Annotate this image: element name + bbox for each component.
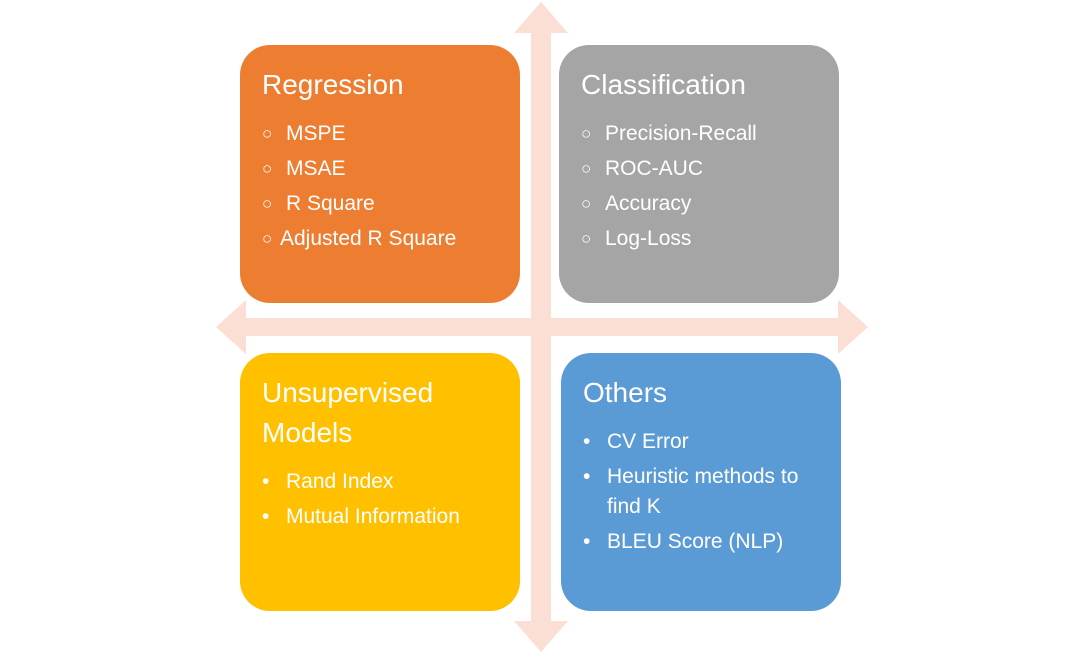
circle-bullet-icon: ○	[262, 159, 273, 178]
metric-list: ○Precision-Recall ○ROC-AUC ○Accuracy ○Lo…	[581, 119, 825, 254]
quadrant-title: Unsupervised Models	[262, 377, 434, 448]
quadrant-title: Classification	[581, 69, 746, 100]
list-item: •CV Error	[583, 427, 827, 457]
circle-bullet-icon: ○	[581, 229, 592, 248]
list-item: ○MSPE	[262, 119, 506, 149]
dot-bullet-icon: •	[583, 530, 591, 553]
horizontal-axis-arrow-icon	[216, 300, 868, 354]
list-item: ○Log-Loss	[581, 224, 825, 254]
list-item: ○Adjusted R Square	[262, 224, 506, 254]
list-item: •Rand Index	[262, 467, 506, 497]
circle-bullet-icon: ○	[262, 194, 273, 213]
dot-bullet-icon: •	[262, 505, 270, 528]
circle-bullet-icon: ○	[581, 194, 592, 213]
list-item: ○Accuracy	[581, 189, 825, 219]
list-item: •BLEU Score (NLP)	[583, 527, 827, 557]
list-item: •Heuristic methods to find K	[583, 462, 827, 522]
circle-bullet-icon: ○	[262, 229, 273, 248]
quadrant-others: Others •CV Error •Heuristic methods to f…	[561, 353, 841, 611]
list-item: ○ROC-AUC	[581, 154, 825, 184]
circle-bullet-icon: ○	[262, 124, 273, 143]
quadrant-title: Regression	[262, 69, 404, 100]
quadrant-regression: Regression ○MSPE ○MSAE ○R Square ○Adjust…	[240, 45, 520, 303]
list-item: •Mutual Information	[262, 502, 506, 532]
list-item: ○MSAE	[262, 154, 506, 184]
quadrant-unsupervised-models: Unsupervised Models •Rand Index •Mutual …	[240, 353, 520, 611]
quadrant-classification: Classification ○Precision-Recall ○ROC-AU…	[559, 45, 839, 303]
list-item: ○Precision-Recall	[581, 119, 825, 149]
metric-list: •CV Error •Heuristic methods to find K •…	[583, 427, 827, 557]
list-item: ○R Square	[262, 189, 506, 219]
dot-bullet-icon: •	[262, 470, 270, 493]
dot-bullet-icon: •	[583, 430, 591, 453]
quadrant-title: Others	[583, 377, 668, 408]
metric-list: •Rand Index •Mutual Information	[262, 467, 506, 532]
circle-bullet-icon: ○	[581, 159, 592, 178]
circle-bullet-icon: ○	[581, 124, 592, 143]
metric-list: ○MSPE ○MSAE ○R Square ○Adjusted R Square	[262, 119, 506, 254]
dot-bullet-icon: •	[583, 465, 591, 488]
